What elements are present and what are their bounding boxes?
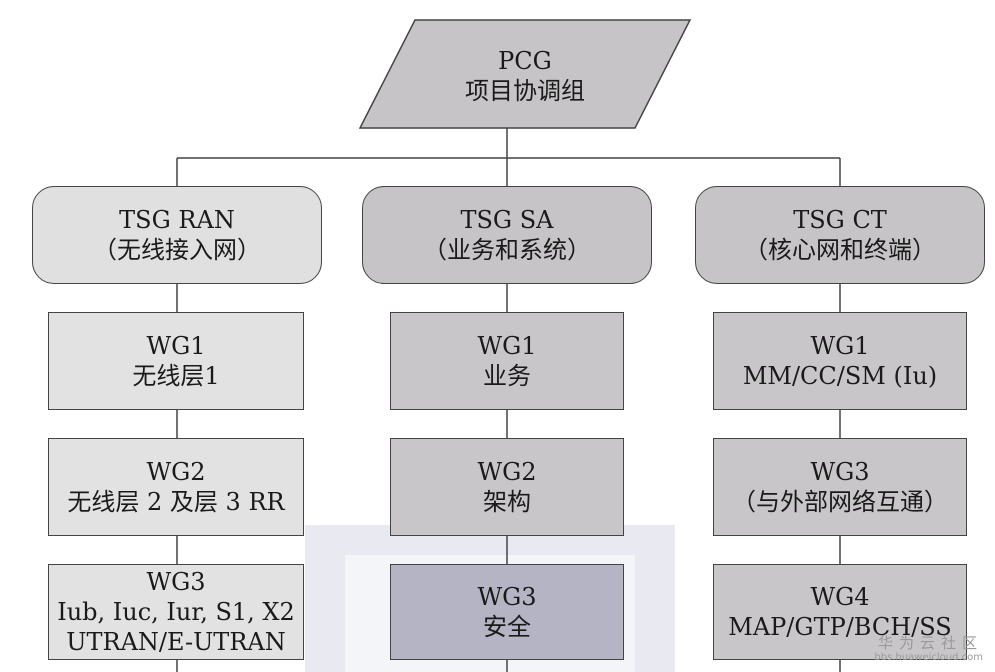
tsg-ran-box: TSG RAN （无线接入网） (32, 186, 322, 284)
ran-wg1-title: WG1 (146, 332, 206, 360)
sa-wg3-title: WG3 (477, 583, 537, 611)
sa-wg2-box: WG2 架构 (390, 438, 624, 536)
ct-wg3-title: WG3 (810, 458, 870, 486)
sa-wg1-box: WG1 业务 (390, 312, 624, 410)
ran-wg3-desc2: UTRAN/E-UTRAN (66, 628, 286, 656)
watermark-url: bbs.huaweicloud.com (874, 652, 983, 663)
ct-wg1-box: WG1 MM/CC/SM (Iu) (713, 312, 967, 410)
ran-wg2-desc: 无线层 2 及层 3 RR (67, 488, 285, 516)
ct-wg4-box: WG4 MAP/GTP/BCH/SS (713, 564, 967, 660)
ran-wg2-box: WG2 无线层 2 及层 3 RR (48, 438, 304, 536)
sa-wg1-title: WG1 (477, 332, 537, 360)
sa-wg2-desc: 架构 (483, 488, 531, 516)
tsg-ct-box: TSG CT （核心网和终端） (695, 186, 985, 284)
tsg-ct-title: TSG CT (793, 206, 887, 234)
sa-wg3-box: WG3 安全 (390, 564, 624, 660)
sa-wg3-desc: 安全 (483, 613, 531, 641)
site-watermark: 华为云社区 bbs.huaweicloud.com (874, 634, 983, 664)
ct-wg3-box: WG3 （与外部网络互通） (713, 438, 967, 536)
ran-wg3-box: WG3 Iub, Iuc, Iur, S1, X2 UTRAN/E-UTRAN (48, 564, 304, 660)
pcg-parallelogram (358, 19, 692, 129)
ct-wg1-title: WG1 (810, 332, 870, 360)
tsg-ran-subtitle: （无线接入网） (93, 236, 261, 264)
ran-wg1-desc: 无线层1 (132, 362, 220, 390)
pcg-title: PCG (498, 47, 552, 75)
sa-wg2-title: WG2 (477, 458, 537, 486)
pcg-subtitle: 项目协调组 (465, 77, 585, 105)
ran-wg3-desc: Iub, Iuc, Iur, S1, X2 (57, 598, 295, 626)
pcg-label: PCG 项目协调组 (360, 22, 690, 130)
tsg-sa-title: TSG SA (460, 206, 554, 234)
ct-wg3-desc: （与外部网络互通） (732, 488, 948, 516)
watermark-site-name: 华为云社区 (877, 634, 983, 652)
tsg-ran-title: TSG RAN (119, 206, 235, 234)
ct-wg4-title: WG4 (810, 583, 870, 611)
ct-wg1-desc: MM/CC/SM (Iu) (742, 362, 938, 390)
tsg-sa-box: TSG SA （业务和系统） (362, 186, 652, 284)
ran-wg2-title: WG2 (146, 458, 206, 486)
tsg-ct-subtitle: （核心网和终端） (744, 236, 936, 264)
tsg-sa-subtitle: （业务和系统） (423, 236, 591, 264)
ct-wg4-desc: MAP/GTP/BCH/SS (728, 613, 952, 641)
sa-wg1-desc: 业务 (483, 362, 531, 390)
ran-wg1-box: WG1 无线层1 (48, 312, 304, 410)
ran-wg3-title: WG3 (146, 568, 206, 596)
